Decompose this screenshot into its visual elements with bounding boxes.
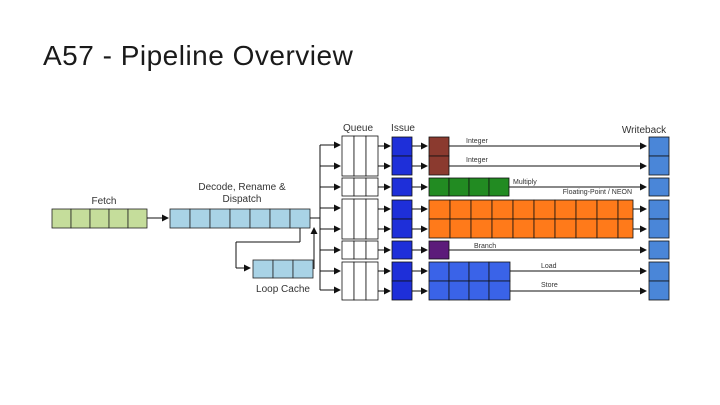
fetch-label: Fetch: [91, 196, 116, 207]
queue-stage: [341, 135, 379, 301]
multiply-unit: [428, 177, 510, 197]
fp-neon-label: Floating-Point / NEON: [563, 189, 632, 196]
decode-label: Decode, Rename &: [198, 182, 286, 193]
integer-unit-1: [428, 136, 450, 157]
writeback-stage: [648, 136, 670, 301]
fetch-stage: [51, 208, 148, 229]
multiply-label: Multiply: [513, 179, 537, 186]
decode-stage: [169, 208, 311, 229]
loop-cache: [252, 259, 314, 279]
writeback-label: Writeback: [622, 125, 667, 136]
loop-cache-label: Loop Cache: [256, 284, 310, 295]
fp-neon-unit: [428, 199, 634, 239]
integer-label-2: Integer: [466, 157, 488, 164]
branch-label: Branch: [474, 243, 496, 250]
queue-label: Queue: [343, 123, 373, 134]
branch-unit: [428, 240, 450, 260]
integer-unit-2: [428, 155, 450, 176]
issue-label: Issue: [391, 123, 415, 134]
integer-label-1: Integer: [466, 138, 488, 145]
slide-title: A57 - Pipeline Overview: [43, 40, 354, 71]
dispatch-label: Dispatch: [223, 194, 262, 205]
load-store-unit: [428, 261, 511, 301]
load-label: Load: [541, 263, 557, 270]
issue-stage: [391, 136, 413, 301]
store-label: Store: [541, 282, 558, 289]
